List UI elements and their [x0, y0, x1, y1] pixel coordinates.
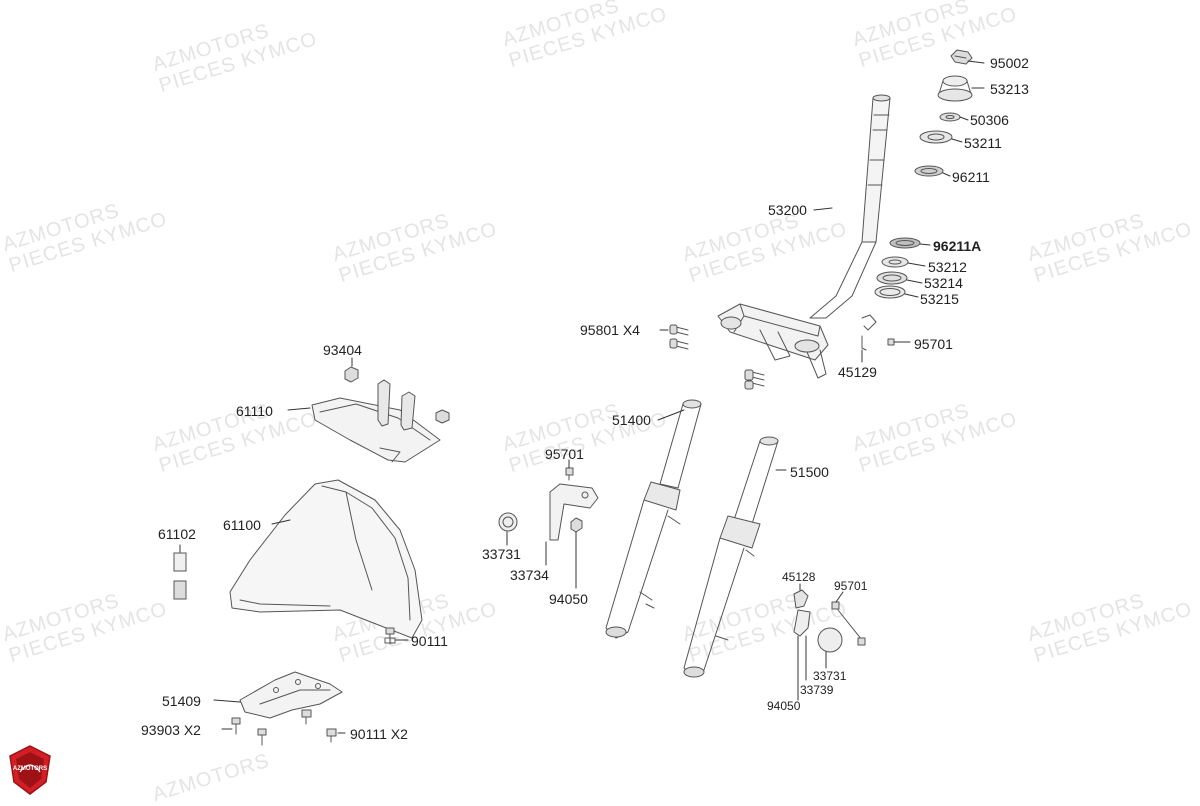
ball-race-96211 — [914, 165, 944, 177]
part-label-95002: 95002 — [990, 55, 1029, 71]
fork-tube-51500 — [683, 436, 779, 678]
bolt-fender-bracket — [435, 409, 450, 424]
part-label-45129: 45129 — [838, 364, 877, 380]
part-label-96211: 96211 — [952, 169, 990, 185]
part-label-96211a: 96211A — [933, 238, 982, 254]
part-label-61110: 61110 — [236, 403, 273, 419]
part-label-51409: 51409 — [162, 693, 201, 709]
dust-seal-53215 — [874, 285, 906, 299]
leader-lines — [179, 60, 985, 734]
part-label-94050-left: 94050 — [549, 591, 588, 607]
part-label-95701-right: 95701 — [834, 579, 868, 593]
nut-94050 — [570, 517, 583, 533]
part-label-53213: 53213 — [990, 81, 1029, 97]
part-label-53214: 53214 — [924, 275, 963, 291]
bracket-33739 — [793, 609, 811, 637]
part-label-53212: 53212 — [928, 259, 967, 275]
screw-90111 — [384, 627, 396, 645]
part-label-90111: 90111 — [411, 633, 448, 649]
clip-45129 — [861, 314, 877, 351]
screw-93903 — [231, 717, 267, 746]
part-label-95701-bracket: 95701 — [545, 446, 584, 462]
bracket-33734 — [549, 483, 599, 541]
reflector-61102 — [173, 552, 187, 600]
part-label-93903: 93903 X2 — [141, 722, 201, 738]
grommet-33731 — [498, 512, 518, 532]
fork-tube-51400 — [605, 399, 702, 639]
grommet-33731-right — [817, 627, 843, 653]
nut-95002 — [950, 49, 973, 65]
front-fender-61100 — [229, 479, 423, 639]
cup-53211 — [919, 130, 953, 144]
part-label-93404: 93404 — [323, 342, 362, 358]
part-label-51400: 51400 — [612, 412, 651, 428]
part-label-94050-right: 94050 — [767, 699, 801, 713]
part-label-95701-stem: 95701 — [914, 336, 953, 352]
cup-53214 — [876, 271, 908, 285]
part-label-51500: 51500 — [790, 464, 829, 480]
bolt-95801-lower — [744, 369, 765, 390]
part-label-90111-x2: 90111 X2 — [350, 726, 408, 742]
part-label-53215: 53215 — [920, 291, 959, 307]
screw-90111-brace — [301, 709, 337, 743]
part-label-53200: 53200 — [768, 202, 807, 218]
bolt-95801 — [669, 324, 689, 350]
part-label-33734: 33734 — [510, 567, 549, 583]
bolt-95701-bracket — [565, 467, 574, 481]
bearing-cone-53213 — [937, 75, 973, 102]
nut-93404 — [344, 366, 359, 383]
part-label-33731-left: 33731 — [482, 546, 521, 562]
part-label-61102: 61102 — [158, 526, 196, 542]
part-label-95801: 95801 X4 — [580, 322, 640, 338]
clip-45128 — [793, 589, 809, 609]
part-label-61100: 61100 — [223, 517, 261, 533]
ball-race-96211a — [889, 237, 921, 249]
fender-bracket-61110 — [311, 379, 441, 463]
cone-53212 — [881, 256, 909, 268]
part-label-45128: 45128 — [782, 570, 816, 584]
logo-text: AZMOTORS — [12, 766, 48, 772]
azmotors-logo — [9, 745, 51, 795]
part-label-33731-right: 33731 — [813, 669, 847, 683]
steering-stem-53200 — [717, 94, 891, 379]
part-label-33739: 33739 — [800, 683, 834, 697]
part-label-53211: 53211 — [964, 135, 1002, 151]
part-label-50306: 50306 — [970, 112, 1009, 128]
fork-brace-51409 — [239, 671, 343, 719]
washer-50306 — [939, 112, 961, 122]
